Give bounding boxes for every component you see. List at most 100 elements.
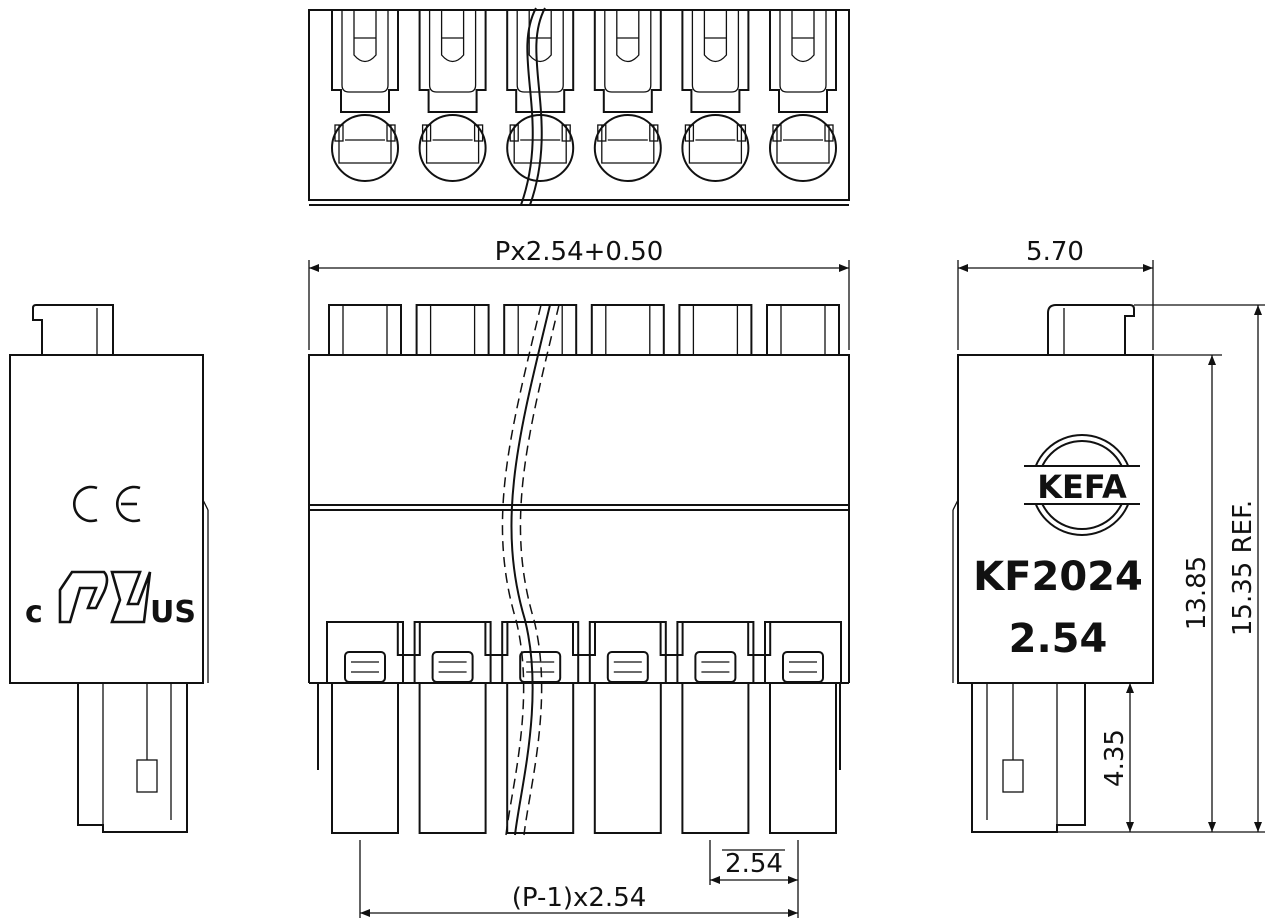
slot-spring [440, 10, 465, 63]
latch-outline [588, 621, 667, 683]
wire-entry-hole [331, 114, 399, 182]
front-cap [678, 304, 753, 356]
ul-mark: c US [25, 570, 196, 630]
kefa-logo: KEFA [1024, 434, 1140, 536]
contact-tab-right [561, 124, 571, 142]
front-latch [326, 621, 404, 683]
front-latch [413, 621, 492, 683]
front-latch [764, 621, 842, 683]
latch-outline [764, 621, 842, 683]
slot-inner [341, 10, 389, 93]
slot-outline [593, 10, 662, 113]
contact-square [688, 125, 743, 164]
cap-outline [590, 304, 665, 356]
top-pole [681, 10, 750, 182]
pin-span-label: (P-1)x2.54 [512, 883, 647, 913]
brand-label: KEFA [1037, 468, 1127, 506]
cap-outline [766, 304, 840, 356]
model-label: KF2024 [973, 554, 1143, 600]
front-cap [415, 304, 490, 356]
cap-outline [678, 304, 753, 356]
front-view-legs [331, 682, 837, 834]
latch-outline [501, 621, 580, 683]
front-view [308, 304, 850, 834]
side-width-label: 5.70 [1026, 237, 1084, 267]
contact-square [338, 125, 392, 164]
top-view-slots [331, 10, 837, 182]
cap-outline [328, 304, 402, 356]
contact-square [425, 125, 480, 164]
front-view-latches [326, 621, 842, 683]
contact-tab-right [473, 124, 484, 142]
body-height-label: 13.85 [1182, 556, 1212, 630]
total-height-label: 15.35 REF. [1228, 500, 1258, 636]
pitch-dimension-label: 2.54 [725, 849, 783, 879]
leg-outline [681, 682, 750, 834]
latch-outline [326, 621, 404, 683]
contact-tab-left [684, 124, 695, 142]
slot-spring [353, 10, 377, 63]
break-line [501, 7, 560, 836]
cap-outline [415, 304, 490, 356]
slot-inner [604, 10, 652, 93]
slot-outline [331, 10, 399, 113]
leg-outline [331, 682, 399, 834]
right-side-view: KEFA KF2024 2.54 [952, 304, 1154, 833]
contact-tab-right [649, 124, 659, 142]
left-side-view: c US [9, 304, 209, 833]
slot-inner [779, 10, 827, 93]
contact-tab-left [421, 124, 432, 142]
leg-outline [769, 682, 837, 834]
latch-notch [396, 622, 421, 656]
release-button [344, 651, 386, 683]
slot-inner [691, 10, 740, 93]
pin-length-label: 4.35 [1100, 729, 1130, 787]
slot-inner [428, 10, 477, 93]
release-button [782, 651, 824, 683]
contact-tab-left [334, 124, 344, 142]
contact-square [776, 125, 830, 164]
front-leg [418, 682, 487, 834]
contact-tab-left [772, 124, 782, 142]
latch-notch [484, 622, 509, 656]
contact-tab-left [597, 124, 607, 142]
front-cap [766, 304, 840, 356]
slot-spring [616, 10, 640, 63]
ul-c-label: c [25, 595, 43, 630]
slot-spring [791, 10, 815, 63]
wire-entry-hole [681, 114, 750, 182]
front-leg [681, 682, 750, 834]
contact-tab-left [509, 124, 519, 142]
ce-mark [73, 485, 141, 523]
top-pole [769, 10, 837, 182]
latch-outline [676, 621, 755, 683]
leg-outline [593, 682, 662, 834]
front-leg [593, 682, 662, 834]
front-latch [588, 621, 667, 683]
leg-outline [418, 682, 487, 834]
top-pole [593, 10, 662, 182]
wire-entry-hole [418, 114, 487, 182]
latch-outline [413, 621, 492, 683]
ul-us-label: US [150, 595, 196, 630]
contact-tab-right [736, 124, 747, 142]
top-view [308, 9, 850, 206]
contact-square [601, 125, 655, 164]
leg-outline [506, 682, 575, 834]
front-latch [676, 621, 755, 683]
slot-outline [418, 10, 487, 113]
latch-notch [572, 622, 596, 656]
wire-entry-hole [769, 114, 837, 182]
front-leg [331, 682, 399, 834]
slot-outline [769, 10, 837, 113]
release-button [694, 651, 737, 683]
overall-width-label: Px2.54+0.50 [495, 237, 664, 267]
slot-outline [681, 10, 750, 113]
release-button [606, 651, 649, 683]
front-view-caps [328, 304, 840, 356]
pitch-marking: 2.54 [1009, 616, 1108, 662]
slot-spring [703, 10, 728, 63]
slot-spring [528, 10, 552, 63]
dimensions: Px2.54+0.50 (P-1)x2.54 2.54 5.70 13.85 1… [308, 237, 1265, 918]
